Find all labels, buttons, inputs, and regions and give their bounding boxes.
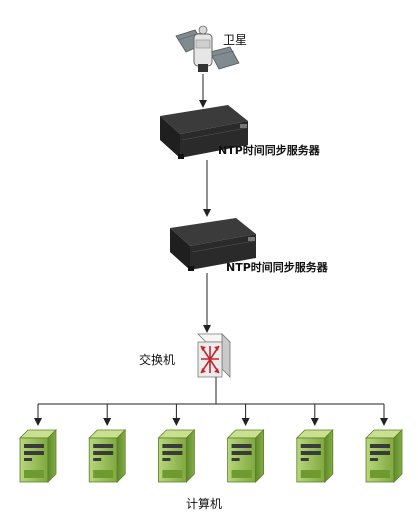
tower-computer-icon (88, 429, 127, 483)
computer-group (19, 429, 403, 483)
computers-label: 计算机 (186, 496, 222, 511)
satellite-label: 卫星 (223, 33, 247, 47)
tower-computer-icon (226, 429, 265, 483)
distribution-bus (38, 377, 384, 405)
tower-computer-icon (295, 429, 334, 483)
satellite-icon (175, 25, 240, 72)
network-switch-icon (197, 333, 231, 378)
rack-server-icon-1 (160, 105, 248, 159)
tower-computer-icon (365, 429, 403, 483)
ntp-server-1-label: NTP时间同步服务器 (218, 143, 321, 157)
tower-computer-icon (157, 429, 196, 483)
computer-links (34, 404, 388, 426)
ntp-server-2-label: NTP时间同步服务器 (226, 260, 329, 274)
tower-computer-icon (19, 429, 57, 483)
switch-label: 交换机 (139, 352, 175, 367)
rack-server-icon-2 (170, 218, 256, 271)
